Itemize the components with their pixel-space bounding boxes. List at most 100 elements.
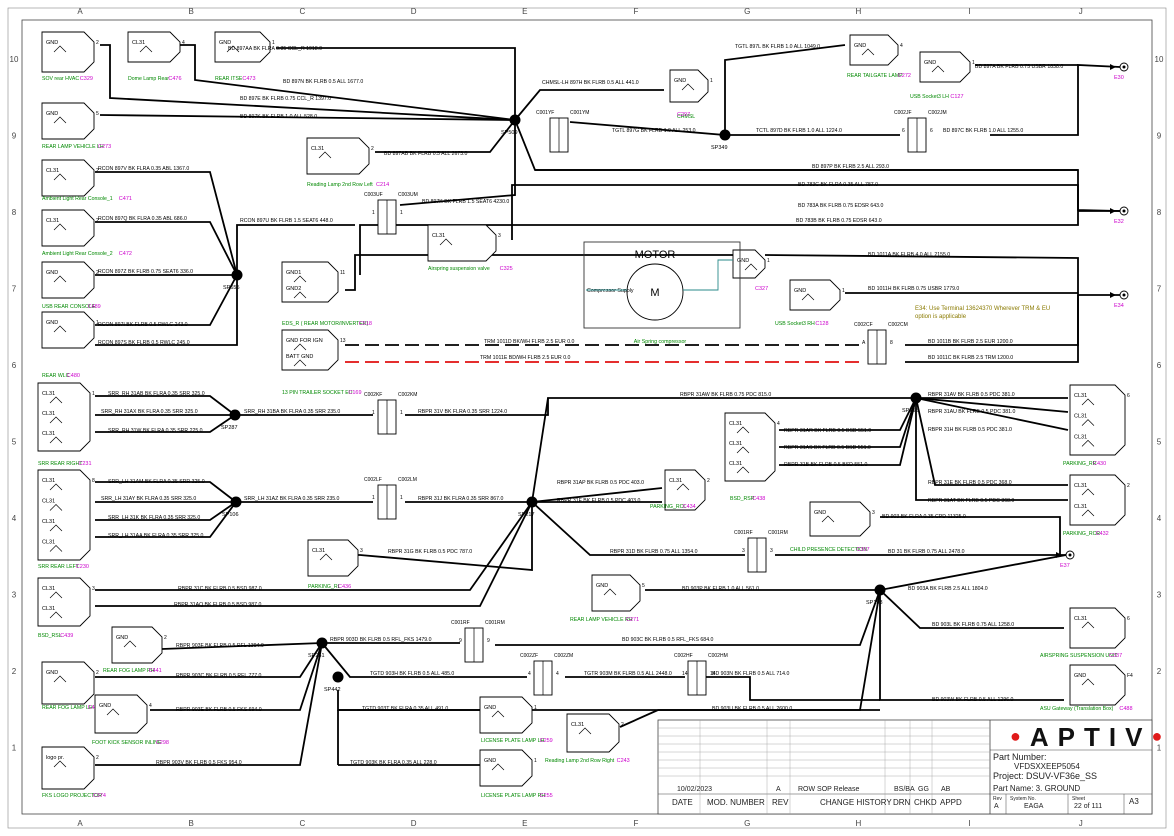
wire-label: SRR_RH 31AX BK FLRA 0.35 SRR 325.0 xyxy=(101,409,198,415)
wire xyxy=(99,114,516,121)
pin-glyph xyxy=(1081,678,1095,686)
pin-label: CL31 xyxy=(1074,414,1087,420)
pin-glyph xyxy=(578,727,592,735)
pin-number: 3 xyxy=(92,586,95,592)
wire xyxy=(779,397,917,466)
pin-label: GND xyxy=(46,270,58,276)
pin-label: GND xyxy=(737,258,749,264)
connector-id: C298 xyxy=(156,740,169,746)
wire-label: RBPR 31AP BK FLRB 0.5 PDC 403.0 xyxy=(557,480,644,486)
wire xyxy=(514,89,664,121)
wire-label: TGTD 903T BK FLRA 0.35 ALL 491.0 xyxy=(362,706,448,712)
wire-label: BD 1011A BK FLRB 4.0 ALL 2155.0 xyxy=(868,252,950,258)
pin-glyph xyxy=(53,675,67,683)
inline-id: C002HF xyxy=(674,653,693,659)
connector-name: CHMSL xyxy=(677,114,695,120)
inline-id: C002KM xyxy=(398,392,417,398)
pin-glyph xyxy=(53,116,67,124)
ground-terminal-dot xyxy=(1068,553,1072,557)
sheet-value: 22 of 111 xyxy=(1074,803,1103,810)
pin-number: 2 xyxy=(1127,483,1130,489)
pin-glyph xyxy=(1081,621,1095,629)
motor-lead xyxy=(683,259,733,291)
splice-sp509 xyxy=(509,114,521,126)
splice-label: SP217 xyxy=(518,512,535,518)
wire xyxy=(569,44,846,136)
connector-c472 xyxy=(41,209,95,247)
connector-name: REAR LAMP VEHICLE RH xyxy=(570,617,633,623)
connector-c255 xyxy=(479,749,533,787)
hdr-appd: APPD xyxy=(940,798,962,807)
pin-glyph xyxy=(53,275,67,283)
connector-name: Reading Lamp 2nd Row Left xyxy=(307,182,373,188)
pin-glyph xyxy=(123,640,137,648)
connector-id: C432 xyxy=(1096,531,1109,537)
connector-id: C436 xyxy=(338,584,351,590)
pin-glyph xyxy=(293,359,307,367)
wire-label: SRR_RH 31AB BK FLRA 0.35 SRR 325.0 xyxy=(108,391,205,397)
connector-name: Airspring suspension valve xyxy=(428,266,490,272)
pin-glyph xyxy=(318,151,332,159)
wire-label: BD 903W BK FLRB 0.5 ALL 1296.0 xyxy=(932,697,1014,703)
part-name-label: Part Name: 3. GROUND xyxy=(993,784,1081,793)
wire-label: SRR_RH 31W BK FLRA 0.35 SRR 225.0 xyxy=(108,428,203,434)
pin-glyph xyxy=(736,466,750,474)
wire xyxy=(531,397,549,503)
pin-glyph xyxy=(439,238,453,246)
wire xyxy=(180,44,516,121)
grid-col-label: B xyxy=(189,819,194,828)
pin-number: 2 xyxy=(96,218,99,224)
motor-box xyxy=(583,241,741,329)
motor-inner-label: Compressor Supply xyxy=(587,288,634,294)
ground-id: E37 xyxy=(1060,563,1070,569)
wire-label: BD 783C BK FLRA 0.35 ALL 787.0 xyxy=(798,182,878,188)
connector-c297 xyxy=(669,69,709,103)
ground-terminal-dot xyxy=(1122,293,1126,297)
splice-sp349 xyxy=(719,129,731,141)
splice-label: SP509 xyxy=(501,130,518,136)
grid-col-label: B xyxy=(189,7,194,16)
pin-number: 1 xyxy=(534,758,537,764)
connector-name: BSD_RSR xyxy=(730,496,755,502)
wire-label: RCON 897S BK FLRB 0.5 RWLC 245.0 xyxy=(98,340,190,346)
inline-pin: 6 xyxy=(930,128,933,134)
connector-id: C397 xyxy=(856,547,869,553)
wire-label: RBPR 31E BK FLRB 0.5 PDC 368.0 xyxy=(928,480,1012,486)
pin-label: CL31 xyxy=(42,478,55,484)
connector-c471 xyxy=(41,159,95,197)
grid-row-label: 4 xyxy=(1157,514,1162,523)
pin-label: GND xyxy=(484,758,496,764)
ground-arrow xyxy=(1110,64,1116,70)
wire xyxy=(345,254,740,291)
inline-pin: 1 xyxy=(400,495,403,501)
connector-c243 xyxy=(566,713,620,753)
pin-glyph xyxy=(681,83,695,91)
inline-pin: 4 xyxy=(528,671,531,677)
wire-label: BD 1011B BK FLRB 2.5 EUR 1200.0 xyxy=(928,339,1013,345)
pin-number: 2 xyxy=(96,755,99,761)
brand-name: APTIV xyxy=(1029,722,1152,752)
connector-id: C259 xyxy=(540,738,553,744)
splice-sp255 xyxy=(910,392,922,404)
grid-col-label: A xyxy=(77,7,83,16)
grid-col-label: H xyxy=(856,819,862,828)
connector-name: PARKING_RCL xyxy=(650,504,686,510)
pin-number: 4 xyxy=(777,421,780,427)
inline-id: C001YF xyxy=(536,110,554,116)
pin-label: CL31 xyxy=(1074,393,1087,399)
motor-caption: Air Spring compressor xyxy=(634,339,687,345)
inline-id: C003UF xyxy=(364,192,383,198)
wire-label: BD 903L BK FLRB 0.75 ALL 1258.0 xyxy=(932,622,1014,628)
pin-label: GND xyxy=(596,583,608,589)
pin-label: GND xyxy=(46,40,58,46)
wire-label: BD 897N BK FLRB 0.5 ALL 1677.0 xyxy=(283,79,363,85)
inline-id: C002LF xyxy=(364,477,382,483)
grid-col-label: E xyxy=(522,7,527,16)
connector-id: C440 xyxy=(88,705,101,711)
connector-id: C231 xyxy=(78,461,91,467)
connector-id: C488 xyxy=(1119,706,1132,712)
wire-label: RBPR 31C BK FLRB 0.5 BSD 987.0 xyxy=(178,586,262,592)
connector-name: LICENSE PLATE LAMP RH xyxy=(481,793,545,799)
wire-label: RBPR 31H BK FLRB 0.5 PDC 381.0 xyxy=(928,427,1012,433)
system-no: EAGA xyxy=(1024,803,1044,810)
